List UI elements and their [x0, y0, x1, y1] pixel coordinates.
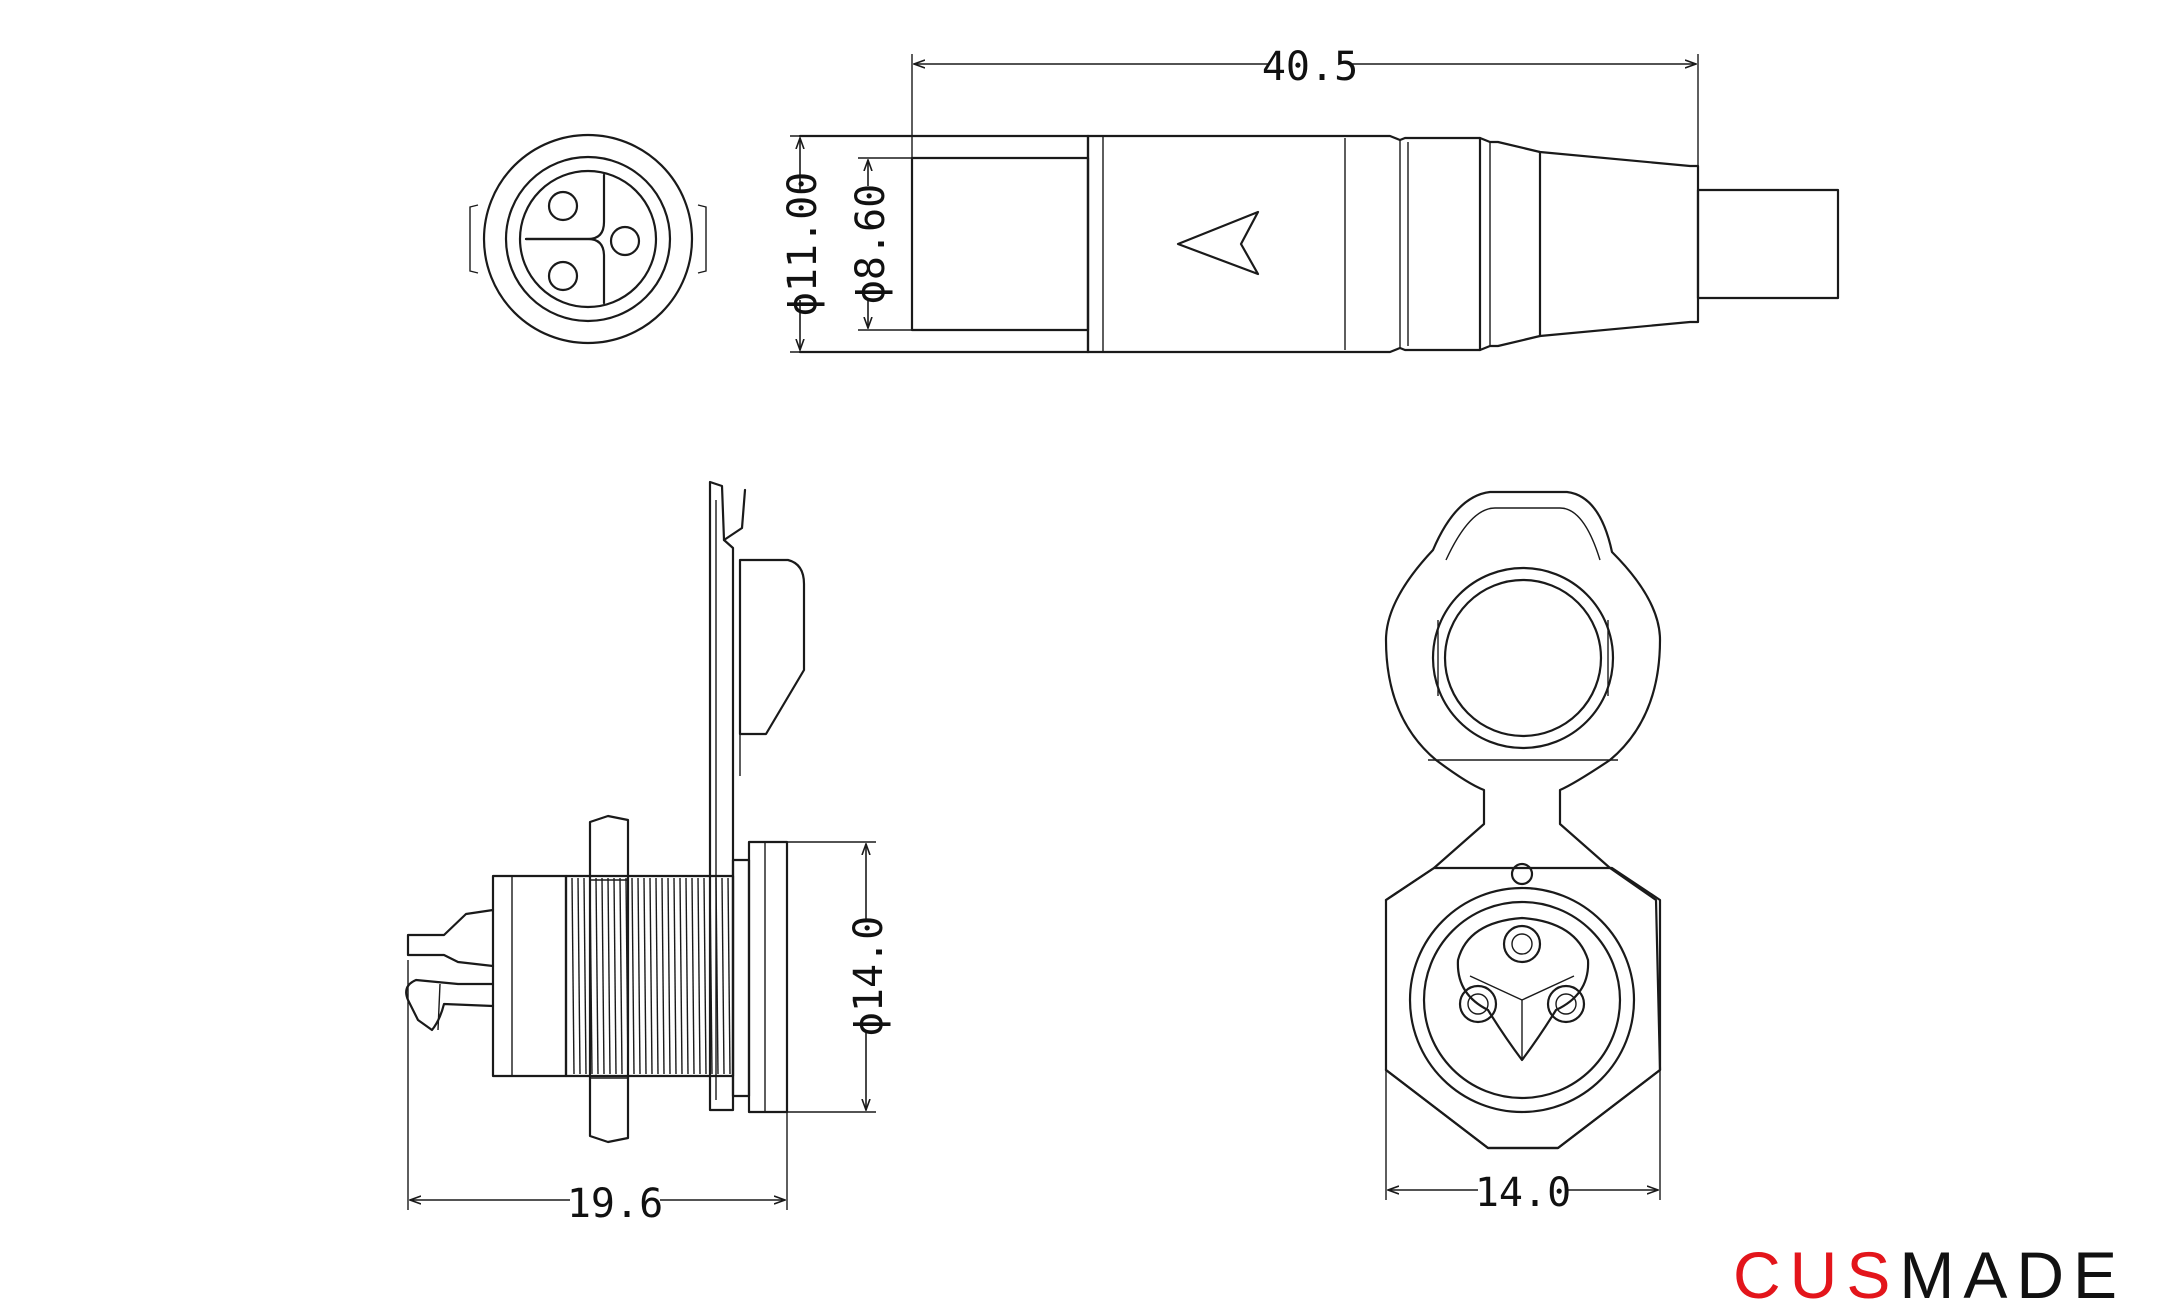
- plug-end-view: [469, 133, 707, 345]
- dimension-outer-diameter: ϕ11.00: [780, 135, 1088, 353]
- label-flange-width: 14.0: [1475, 1170, 1571, 1216]
- thread-line: [643, 877, 647, 1075]
- label-inner-diameter: ϕ8.60: [848, 184, 894, 304]
- logo-part-2: MADE: [1899, 1238, 2127, 1312]
- thread-line: [691, 877, 695, 1075]
- thread-line: [709, 877, 713, 1075]
- label-overall-length: 40.5: [1262, 44, 1358, 90]
- thread-line: [685, 877, 689, 1075]
- thread-line: [649, 877, 653, 1075]
- thread-line: [715, 877, 719, 1075]
- thread-line: [667, 877, 671, 1075]
- socket-side-view: [405, 480, 806, 1144]
- thread-line: [571, 877, 575, 1075]
- dimension-flange-diameter: ϕ14.0: [787, 841, 892, 1113]
- dimension-socket-length: 19.6: [407, 960, 788, 1227]
- thread-line: [703, 877, 707, 1075]
- thread-line: [583, 877, 587, 1075]
- socket-front-view: [1384, 490, 1662, 1150]
- thread-line: [655, 877, 659, 1075]
- label-socket-length: 19.6: [567, 1181, 663, 1227]
- thread-line: [679, 877, 683, 1075]
- thread-line: [661, 877, 665, 1075]
- thread-line: [613, 877, 617, 1075]
- thread-lines: [571, 877, 731, 1075]
- dimension-flange-width: 14.0: [1385, 1070, 1661, 1216]
- thread-line: [607, 877, 611, 1075]
- dimension-inner-diameter: ϕ8.60: [848, 157, 912, 331]
- brand-logo: CUSMADE: [1733, 1240, 2183, 1310]
- plug-side-view: [798, 134, 1840, 354]
- thread-line: [721, 877, 725, 1075]
- label-outer-diameter: ϕ11.00: [780, 172, 826, 317]
- dimension-overall-length: 40.5: [911, 44, 1699, 180]
- logo-part-1: CUS: [1733, 1238, 1900, 1312]
- thread-line: [673, 877, 677, 1075]
- thread-line: [619, 877, 623, 1075]
- thread-line: [577, 877, 581, 1075]
- thread-line: [637, 877, 641, 1075]
- thread-line: [697, 877, 701, 1075]
- thread-line: [727, 877, 731, 1075]
- label-flange-diameter: ϕ14.0: [846, 916, 892, 1036]
- thread-line: [631, 877, 635, 1075]
- thread-line: [601, 877, 605, 1075]
- thread-line: [595, 877, 599, 1075]
